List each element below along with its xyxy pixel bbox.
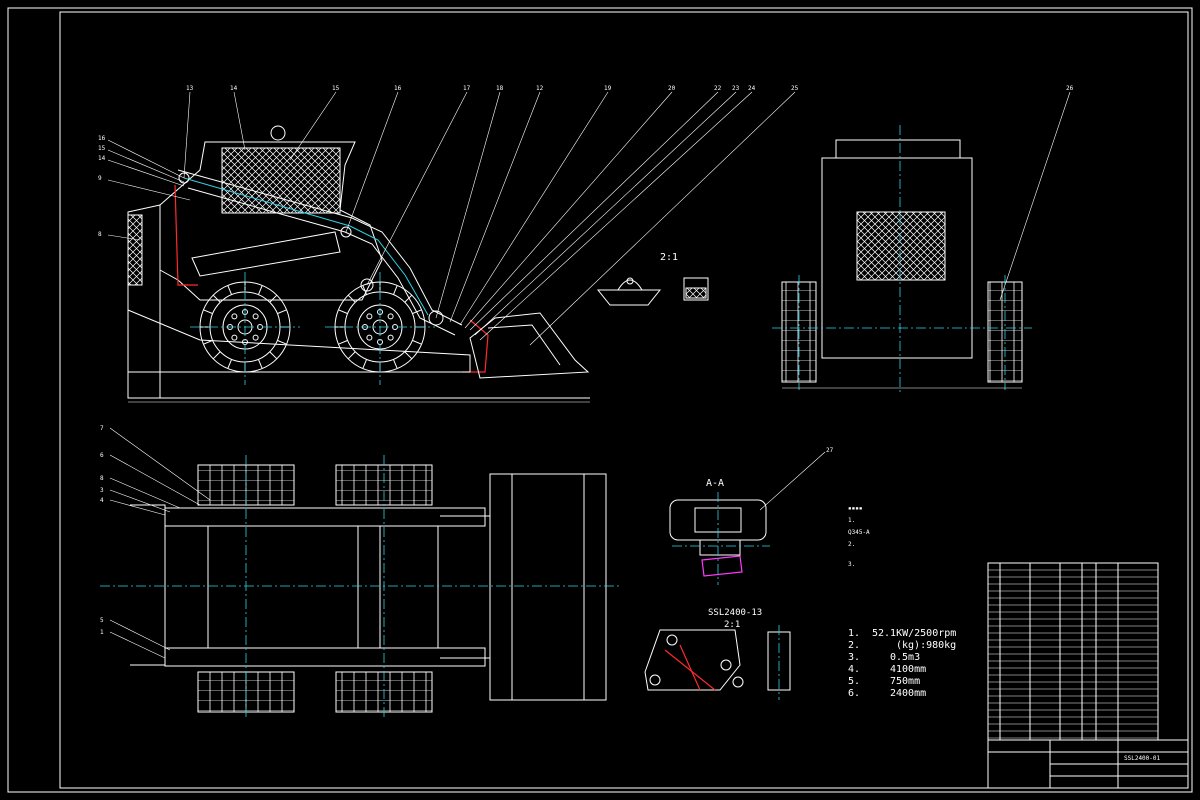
side-view (127, 125, 590, 403)
balloon-left-8: 8 (98, 231, 102, 238)
spec-3-index: 3. (848, 652, 860, 663)
svg-text:▪▪▪▪: ▪▪▪▪ (848, 505, 862, 512)
balloon-3: 3 (100, 487, 104, 494)
balloon-5: 5 (100, 617, 104, 624)
balloon-16: 16 (394, 85, 402, 92)
spec-1-index: 1. (848, 628, 860, 639)
detail-bracket-view: 2:1 (596, 252, 709, 306)
part-scale-label: 2:1 (724, 620, 740, 630)
balloon-8b: 8 (100, 475, 104, 482)
parts-list-table (987, 562, 1159, 741)
balloon-18: 18 (496, 85, 504, 92)
note-2: 2. (848, 541, 855, 548)
section-a-a-view: A-A 27 (669, 447, 834, 585)
part-number-label: SSL2400-13 (708, 608, 762, 618)
spec-6-value: 2400mm (890, 688, 926, 699)
spec-3-value: 0.5m3 (890, 652, 920, 663)
balloon-26: 26 (1066, 85, 1074, 92)
note-1: 1. (848, 517, 855, 524)
balloon-17: 17 (463, 85, 471, 92)
balloon-1: 1 (100, 629, 104, 636)
spec-2-value: (kg):980kg (896, 640, 956, 651)
balloon-left-14: 14 (98, 155, 106, 162)
front-view (772, 125, 1032, 392)
spec-4-index: 4. (848, 664, 860, 675)
balloon-19: 19 (604, 85, 612, 92)
balloon-24: 24 (748, 85, 756, 92)
title-block: SSL2400-01 (987, 739, 1189, 789)
technical-notes: ▪▪▪▪ 1. Q345-A 2. 3. (848, 505, 870, 568)
spec-4-value: 4100mm (890, 664, 926, 675)
specifications-list: 1. 52.1KW/2500rpm 2. (kg):980kg 3. 0.5m3… (848, 628, 956, 699)
spec-1-value: 52.1KW/2500rpm (872, 628, 956, 639)
balloon-23: 23 (732, 85, 740, 92)
balloon-25: 25 (791, 85, 799, 92)
spec-2-index: 2. (848, 640, 860, 651)
note-3: 3. (848, 561, 855, 568)
part-balloons-plan: 7 6 8 3 4 5 1 (100, 425, 104, 636)
balloon-15: 15 (332, 85, 340, 92)
leader-lines-top (107, 91, 1071, 346)
balloon-6: 6 (100, 452, 104, 459)
spec-5-index: 5. (848, 676, 860, 687)
balloon-7: 7 (100, 425, 104, 432)
note-1b: Q345-A (848, 529, 870, 536)
balloon-22: 22 (714, 85, 722, 92)
part-balloons-top: 13 14 15 16 17 18 12 19 20 22 23 24 25 2… (98, 85, 1074, 238)
balloon-20: 20 (668, 85, 676, 92)
detail-scale-label: 2:1 (660, 252, 678, 263)
section-label: A-A (706, 478, 724, 489)
spec-5-value: 750mm (890, 676, 920, 687)
balloon-4: 4 (100, 497, 104, 504)
balloon-12: 12 (536, 85, 544, 92)
title-block-code: SSL2400-01 (1124, 755, 1161, 762)
balloon-13: 13 (186, 85, 194, 92)
outer-border (7, 7, 1193, 793)
balloon-left-9: 9 (98, 175, 102, 182)
balloon-left-16: 16 (98, 135, 106, 142)
plan-view (100, 427, 620, 720)
spec-6-index: 6. (848, 688, 860, 699)
inner-border (59, 11, 1189, 789)
balloon-27: 27 (826, 447, 834, 454)
part-detail-view: SSL2400-13 2:1 (644, 608, 791, 700)
balloon-left-15: 15 (98, 145, 106, 152)
balloon-14: 14 (230, 85, 238, 92)
